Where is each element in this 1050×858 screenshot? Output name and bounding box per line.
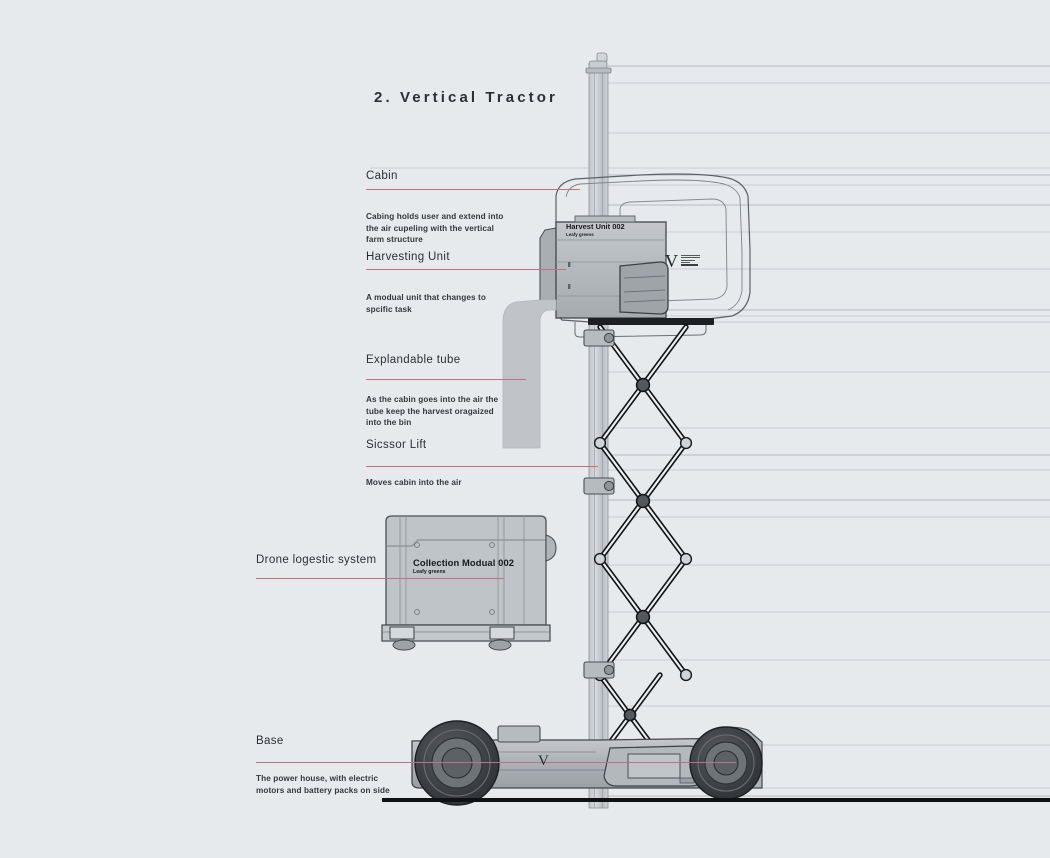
collection-module-label: Collection Modual 002 Leafy greens (413, 557, 514, 575)
leader-line-base (256, 762, 736, 763)
annotation-title: Sicssor Lift (366, 439, 427, 451)
harvest-unit-label-sub: Leafy greens (566, 231, 594, 237)
annotation-body: The power house, with electric motors an… (256, 774, 390, 795)
annotation-body: Moves cabin into the air (366, 478, 462, 487)
base-chassis (411, 720, 763, 806)
harvest-unit-label-main: Harvest Unit 002 (566, 222, 625, 231)
leader-line-tube (366, 379, 526, 380)
annotation-title: Cabin (366, 170, 398, 182)
annotation-title: Harvesting Unit (366, 251, 450, 263)
scissor-lift (583, 318, 714, 759)
collection-module-label-main: Collection Modual 002 (413, 557, 515, 568)
annotation-title: Drone logestic system (256, 554, 377, 566)
annotation-body: Cabing holds user and extend into the ai… (366, 212, 504, 245)
brand-v-glyph: V (665, 251, 678, 271)
harvest-unit-label: Harvest Unit 002 Leafy greens (566, 222, 625, 237)
wheel-rear (689, 726, 763, 800)
collection-module (381, 515, 557, 651)
annotation-harvesting-unit: Harvesting Unit A modual unit that chang… (366, 251, 486, 315)
collection-module-label-sub: Leafy greens (413, 569, 446, 575)
annotation-title: Base (256, 735, 284, 747)
wheel-front (414, 720, 500, 806)
annotation-title: Explandable tube (366, 354, 461, 366)
page-title: 2. Vertical Tractor (374, 89, 558, 106)
brand-text-lines (681, 252, 700, 266)
leader-line-cabin (366, 189, 580, 190)
leader-line-drone (256, 578, 504, 579)
annotation-explandable-tube: Explandable tube As the cabin goes into … (366, 354, 498, 429)
mast-carriage (583, 329, 615, 679)
annotation-drone-logestic-system: Drone logestic system (256, 554, 376, 566)
cabin-brand-mark: V (665, 252, 700, 270)
harvesting-unit (539, 215, 669, 319)
annotation-sicssor-lift: Sicssor Lift Moves cabin into the air (366, 439, 462, 489)
annotation-base: Base The power house, with electric moto… (256, 735, 390, 796)
expandable-tube (502, 299, 557, 449)
annotation-body: As the cabin goes into the air the tube … (366, 395, 499, 428)
annotation-cabin: Cabin Cabing holds user and extend into … (366, 170, 504, 246)
leader-line-scissor (366, 466, 598, 467)
leader-line-harvesting (366, 269, 566, 270)
base-brand-mark: V (538, 753, 549, 769)
annotation-body: A modual unit that changes to spcific ta… (366, 293, 486, 314)
